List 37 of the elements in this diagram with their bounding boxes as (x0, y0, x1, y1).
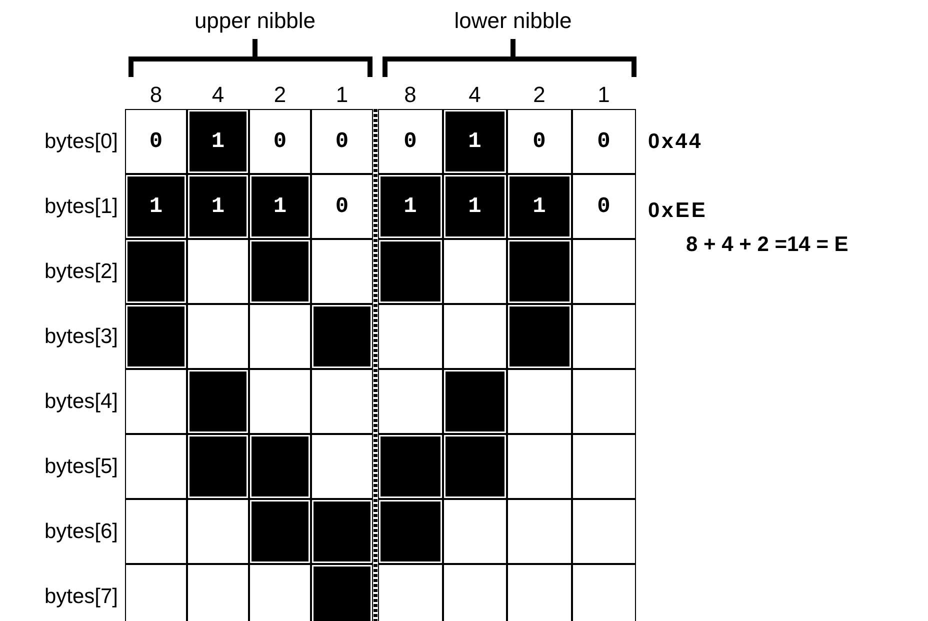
bit-cell: 1 (378, 174, 442, 239)
bit-weight: 1 (596, 84, 611, 106)
sum-note: 8 + 4 + 2 =14 = E (686, 234, 848, 255)
row-label: bytes[0] (44, 130, 118, 152)
bit-weight: 8 (148, 84, 164, 106)
nibble-label: lower nibble (453, 10, 573, 32)
bit-weight: 2 (272, 84, 288, 106)
hex-value: 0x44 (648, 130, 703, 152)
bit-cell: 0 (378, 109, 442, 174)
hex-value: 0xEE (648, 200, 708, 220)
bit-weight: 8 (403, 84, 418, 106)
bit-weight: 4 (210, 84, 226, 106)
bit-cell: 1 (187, 174, 249, 239)
bit-cell: 1 (249, 174, 311, 239)
bit-cell: 0 (572, 174, 636, 239)
row-label: bytes[7] (44, 586, 118, 606)
row-label: bytes[4] (44, 390, 118, 412)
row-label: bytes[1] (44, 196, 118, 216)
bit-cell: 0 (572, 109, 636, 174)
bit-cell: 1 (187, 109, 249, 174)
row-label: bytes[3] (44, 326, 118, 346)
bit-cell: 1 (442, 109, 507, 174)
bit-cell: 0 (125, 109, 187, 174)
bit-cell: 1 (507, 174, 572, 239)
bit-cell: 1 (125, 174, 187, 239)
bit-weight: 1 (334, 84, 350, 106)
bit-weight: 4 (468, 84, 482, 106)
bit-cell: 0 (507, 109, 572, 174)
bit-cell: 0 (311, 109, 373, 174)
bit-cell: 0 (311, 174, 373, 239)
nibble-label: upper nibble (193, 10, 317, 32)
row-label: bytes[2] (44, 260, 118, 282)
row-label: bytes[6] (44, 520, 118, 542)
bit-weight: 2 (532, 84, 546, 106)
bit-cell: 1 (442, 174, 507, 239)
bit-cell: 0 (249, 109, 311, 174)
row-label: bytes[5] (44, 456, 118, 476)
